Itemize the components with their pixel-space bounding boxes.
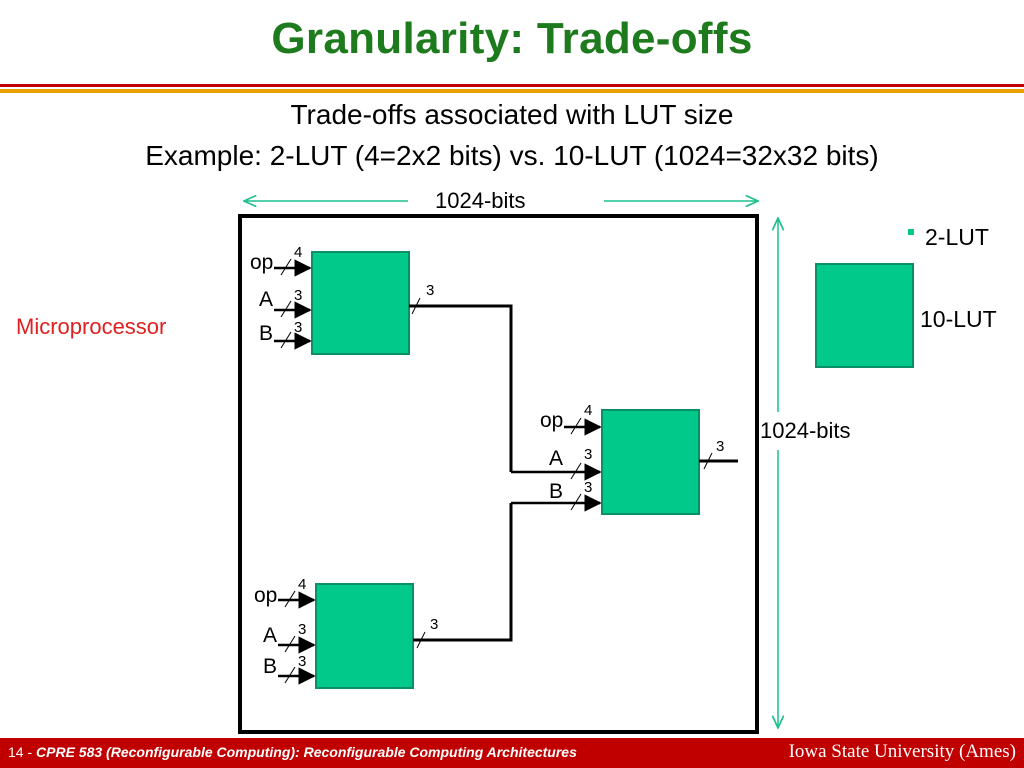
alu2-op-bits: 4 [584, 402, 593, 419]
alu2-b-bits: 3 [584, 479, 593, 496]
alu1-a-label: A [259, 288, 274, 311]
alu1-b-bits: 3 [294, 319, 303, 336]
legend-lut-box [815, 263, 914, 368]
alu1-op-label: op [250, 251, 274, 274]
alu2-op-label: op [540, 409, 564, 432]
lut-1024-boundary [238, 214, 759, 734]
alu2-a-bits: 3 [584, 446, 593, 463]
lut-diagram [238, 0, 914, 734]
alu3-out-bits: 3 [430, 616, 439, 633]
subtitle-line-1: Trade-offs associated with LUT size [290, 99, 734, 130]
alu-block-2 [601, 409, 700, 515]
slide-title: Granularity: Trade-offs [271, 14, 753, 63]
alu1-b-label: B [259, 322, 274, 345]
subtitle-line-2: Example: 2-LUT (4=2x2 bits) vs. 10-LUT (… [145, 140, 879, 171]
alu3-op-bits: 4 [298, 576, 307, 593]
legend-2lut-label: 2-LUT [925, 224, 989, 250]
alu1-out-bits: 3 [426, 282, 435, 299]
footer-bar: 14 - CPRE 583 (Reconfigurable Computing)… [0, 738, 1024, 768]
width-label: 1024-bits [435, 188, 526, 213]
alu3-b-bits: 3 [298, 653, 307, 670]
alu2-out-bits: 3 [716, 438, 725, 455]
title-rule-orange [0, 89, 1024, 93]
alu-block-3 [315, 583, 414, 689]
alu3-a-label: A [263, 624, 278, 647]
wire-alu3-to-alu2 [413, 503, 513, 642]
title-rule-red [0, 84, 1024, 87]
wire-alu1-to-alu2 [409, 304, 513, 472]
alu2-a-label: A [549, 447, 564, 470]
alu1-op-bits: 4 [294, 244, 303, 261]
footer-course: CPRE 583 (Reconfigurable Computing): Rec… [36, 744, 577, 760]
legend-10lut-label: 10-LUT [920, 306, 997, 332]
footer-left: 14 - CPRE 583 (Reconfigurable Computing)… [8, 744, 577, 760]
alu3-b-label: B [263, 655, 278, 678]
alu3-a-bits: 3 [298, 621, 307, 638]
processor-label: Microprocessor [16, 314, 167, 339]
footer-page-number: 14 - [8, 744, 33, 760]
alu-block-1 [311, 251, 410, 355]
alu2-b-label: B [549, 480, 564, 503]
alu1-a-bits: 3 [294, 287, 303, 304]
height-label: 1024-bits [760, 418, 851, 443]
legend-bullet [908, 229, 914, 235]
footer-institution: Iowa State University (Ames) [788, 741, 1016, 762]
alu3-op-label: op [254, 584, 278, 607]
